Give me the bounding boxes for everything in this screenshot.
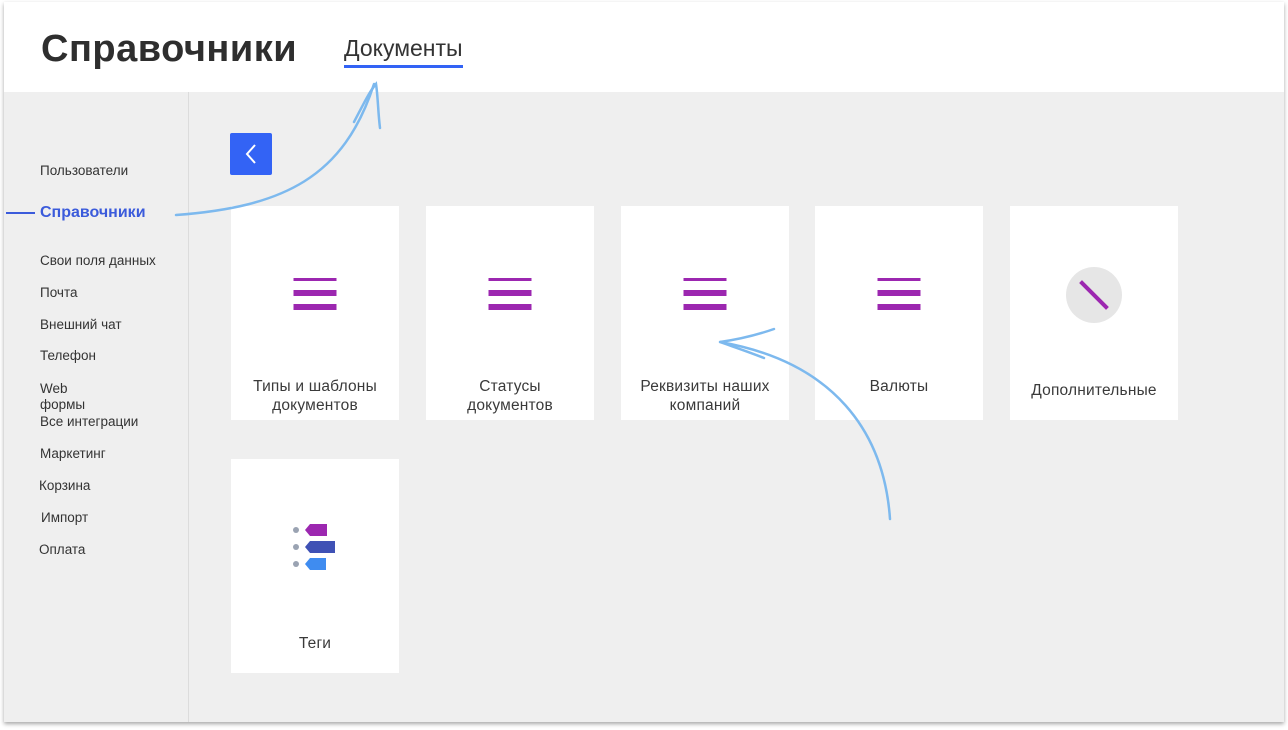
card-tags[interactable]: Теги bbox=[231, 459, 399, 673]
slash-icon bbox=[1066, 267, 1122, 323]
sidebar-item-trash[interactable]: Корзина bbox=[39, 478, 91, 493]
chevron-left-icon bbox=[245, 144, 256, 164]
card-label: Теги bbox=[298, 635, 332, 652]
back-button[interactable] bbox=[230, 133, 272, 175]
sidebar-item-payment[interactable]: Оплата bbox=[39, 542, 86, 557]
sidebar-item-external-chat[interactable]: Внешний чат bbox=[40, 317, 122, 332]
card-label: Дополнительные bbox=[1031, 382, 1157, 399]
sidebar-item-forms[interactable]: формы bbox=[40, 397, 86, 412]
page-header: Справочники Документы bbox=[4, 2, 1284, 92]
card-additional[interactable]: Дополнительные bbox=[1010, 206, 1178, 420]
tab-documents[interactable]: Документы bbox=[344, 35, 463, 68]
sidebar-item-all-integrations[interactable]: Все интеграции bbox=[40, 414, 139, 429]
sidebar-item-web[interactable]: Web bbox=[40, 381, 68, 396]
menu-icon bbox=[293, 278, 337, 310]
app-window: Справочники Документы Пользователи Справ… bbox=[4, 2, 1284, 722]
sidebar-item-mail[interactable]: Почта bbox=[40, 285, 78, 300]
tags-icon bbox=[293, 524, 335, 570]
menu-icon bbox=[488, 278, 532, 310]
page-title: Справочники bbox=[41, 28, 298, 70]
card-currencies[interactable]: Валюты bbox=[815, 206, 983, 420]
sidebar-item-custom-fields[interactable]: Свои поля данных bbox=[40, 253, 156, 268]
menu-icon bbox=[877, 278, 921, 310]
menu-icon bbox=[683, 278, 727, 310]
sidebar-item-phone[interactable]: Телефон bbox=[40, 348, 97, 363]
card-label: Валюты bbox=[869, 378, 929, 395]
sidebar-item-import[interactable]: Импорт bbox=[41, 510, 89, 525]
sidebar: Пользователи Справочники Свои поля данны… bbox=[4, 92, 189, 722]
sidebar-item-users[interactable]: Пользователи bbox=[40, 163, 129, 178]
sidebar-item-directories[interactable]: Справочники bbox=[40, 204, 146, 221]
active-item-marker bbox=[6, 212, 35, 214]
sidebar-item-marketing[interactable]: Маркетинг bbox=[40, 446, 106, 461]
